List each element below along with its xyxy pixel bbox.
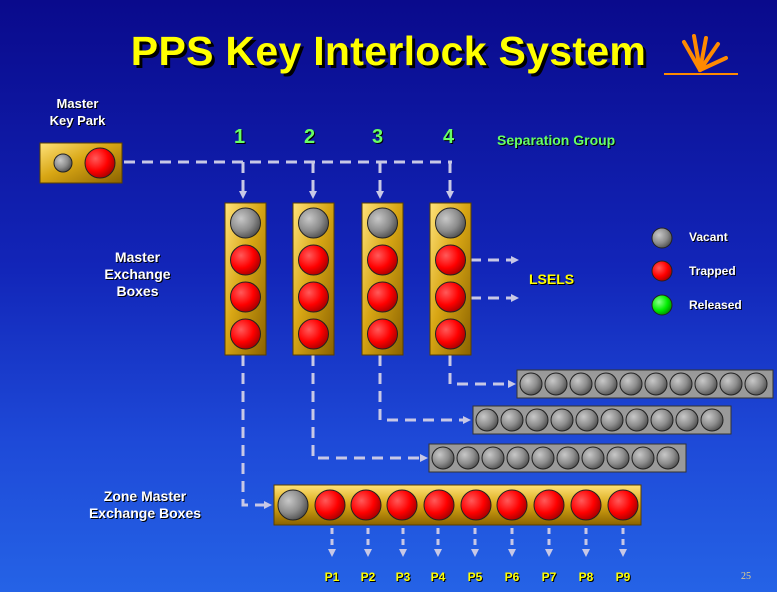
zone-output-label: P7 — [541, 570, 557, 584]
dashed-connectors — [124, 160, 519, 509]
vacant-key-box-group-2 — [428, 443, 687, 473]
zone-output-arrows — [328, 528, 627, 557]
separation-group-label: Separation Group — [497, 132, 616, 148]
zone-output-label: P4 — [430, 570, 446, 584]
logo-icon — [664, 34, 738, 75]
slide-title: PPS Key Interlock System — [130, 28, 647, 74]
zone-output-label: P2 — [360, 570, 376, 584]
master-exchange-label: Master Exchange Boxes — [104, 249, 171, 299]
zone-output-label: P6 — [504, 570, 520, 584]
zone-output-label: P8 — [578, 570, 594, 584]
zone-master-label: Zone Master Exchange Boxes — [88, 488, 202, 521]
legend-vacant-label: Vacant — [689, 230, 728, 244]
legend-released-dot — [651, 294, 673, 316]
zone-output-label: P3 — [395, 570, 411, 584]
legend-released-label: Released — [689, 298, 742, 312]
lsels-label: LSELS — [529, 271, 575, 287]
master-exchange-box-2 — [292, 202, 335, 356]
group-number-2: 2 — [304, 126, 316, 148]
master-key-park-box — [39, 142, 123, 184]
master-exchange-box-1 — [224, 202, 267, 356]
master-exchange-box-4 — [429, 202, 472, 356]
legend-trapped-label: Trapped — [689, 264, 736, 278]
vacant-key-box-group-4 — [516, 369, 774, 399]
group-number-3: 3 — [372, 126, 384, 148]
zone-output-label: P5 — [467, 570, 483, 584]
zone-output-label: P9 — [615, 570, 631, 584]
master-key-park-label: Master Key Park — [49, 96, 106, 128]
zone-master-exchange-box — [273, 484, 642, 526]
group-number-4: 4 — [443, 126, 455, 148]
legend-vacant-dot — [651, 227, 673, 249]
legend-trapped-dot — [651, 260, 673, 282]
vacant-key-box-group-3 — [472, 405, 732, 435]
group-number-1: 1 — [234, 126, 246, 148]
master-exchange-box-3 — [361, 202, 404, 356]
zone-output-label: P1 — [324, 570, 340, 584]
page-number: 25 — [741, 571, 751, 582]
